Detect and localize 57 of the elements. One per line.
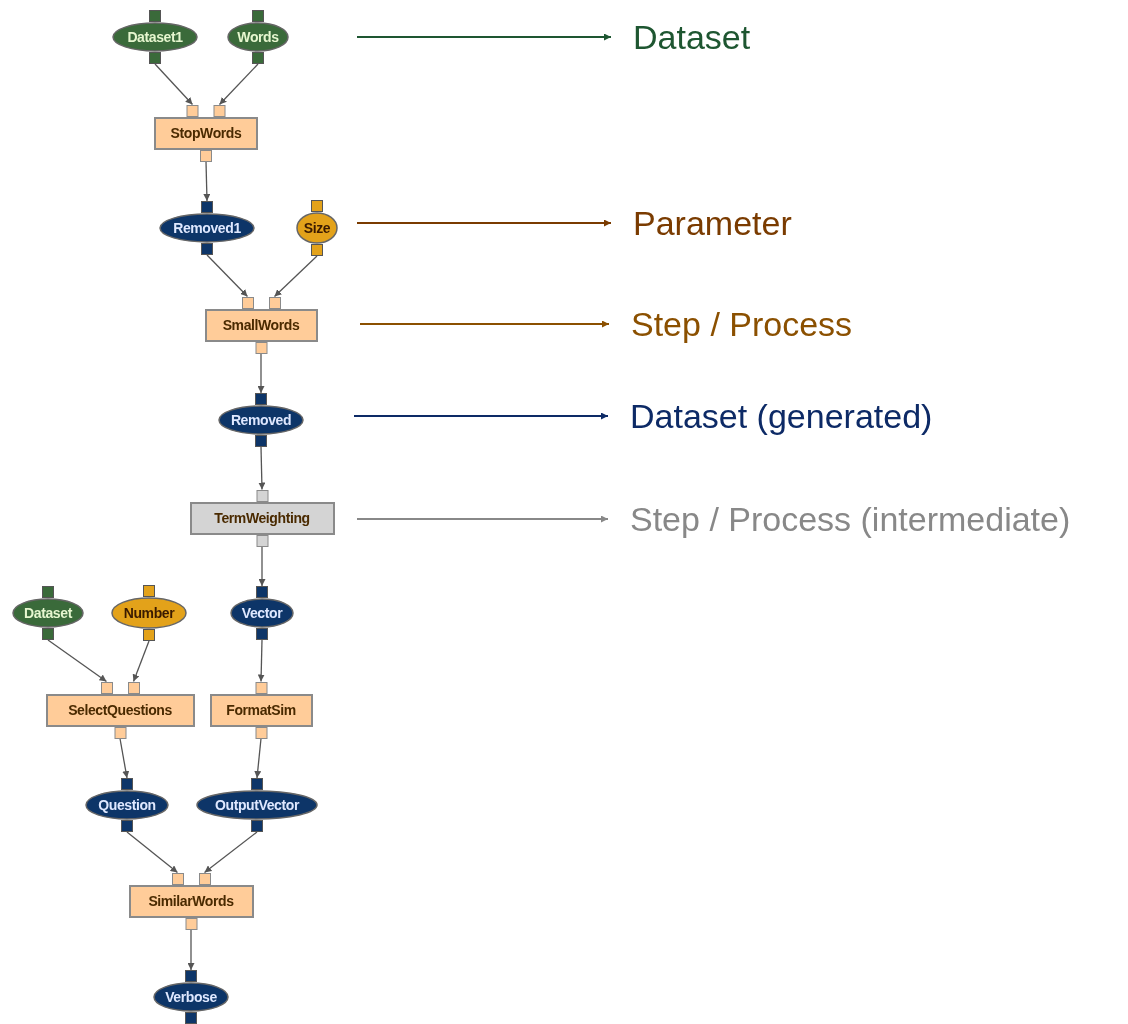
legend-label: Step / Process (intermediate) — [630, 499, 1071, 539]
legend-label: Dataset (generated) — [630, 396, 933, 436]
node-label: FormatSim — [226, 702, 296, 718]
dataset-node — [12, 586, 84, 640]
node-label: Removed — [230, 412, 292, 428]
arrow — [206, 254, 249, 298]
process-node — [154, 104, 258, 162]
node-label: Dataset1 — [127, 29, 183, 45]
arrow — [273, 255, 318, 298]
arrow — [47, 639, 108, 683]
node-label: SmallWords — [222, 317, 300, 333]
node-label: SimilarWords — [148, 893, 234, 909]
arrow — [254, 737, 262, 779]
arrow — [258, 545, 266, 587]
arrow — [154, 63, 194, 106]
generated-dataset-node — [196, 778, 318, 832]
arrow — [257, 352, 265, 394]
arrow — [126, 831, 179, 874]
parameter-node — [296, 200, 338, 256]
arrow — [203, 831, 258, 874]
legend-arrow — [359, 320, 610, 328]
node-label: Words — [237, 29, 279, 45]
arrow — [187, 928, 195, 971]
arrow — [258, 446, 266, 491]
node-label: StopWords — [170, 125, 242, 141]
generated-dataset-node — [230, 586, 294, 640]
generated-dataset-node — [153, 970, 229, 1024]
node-label: Size — [303, 220, 331, 236]
process-node — [209, 681, 313, 739]
process-node — [204, 296, 318, 354]
legend-arrow — [356, 219, 612, 227]
node-label: Question — [98, 797, 156, 813]
legend-label: Step / Process — [631, 304, 853, 344]
intermediate-process-node — [189, 489, 335, 547]
node-label: Verbose — [165, 989, 217, 1005]
node-label: TermWeighting — [214, 510, 310, 526]
arrow — [257, 639, 265, 683]
generated-dataset-node — [159, 201, 255, 255]
legend-arrow — [356, 33, 612, 41]
arrow — [218, 63, 259, 106]
node-label: Vector — [241, 605, 283, 621]
generated-dataset-node — [85, 778, 169, 832]
node-label: SelectQuestions — [68, 702, 172, 718]
process-node — [45, 681, 195, 739]
dataset-node — [227, 10, 289, 64]
parameter-node — [111, 585, 187, 641]
legend-label: Dataset — [633, 17, 751, 57]
legend-arrow — [356, 515, 609, 523]
node-label: OutputVector — [215, 797, 299, 813]
generated-dataset-node — [218, 393, 304, 447]
node-label: Dataset — [24, 605, 72, 621]
legend-arrow — [353, 412, 609, 420]
legend-label: Parameter — [633, 203, 792, 243]
process-node — [128, 872, 254, 930]
node-label: Removed1 — [173, 220, 241, 236]
node-label: Number — [123, 605, 175, 621]
dataset-node — [112, 10, 198, 64]
